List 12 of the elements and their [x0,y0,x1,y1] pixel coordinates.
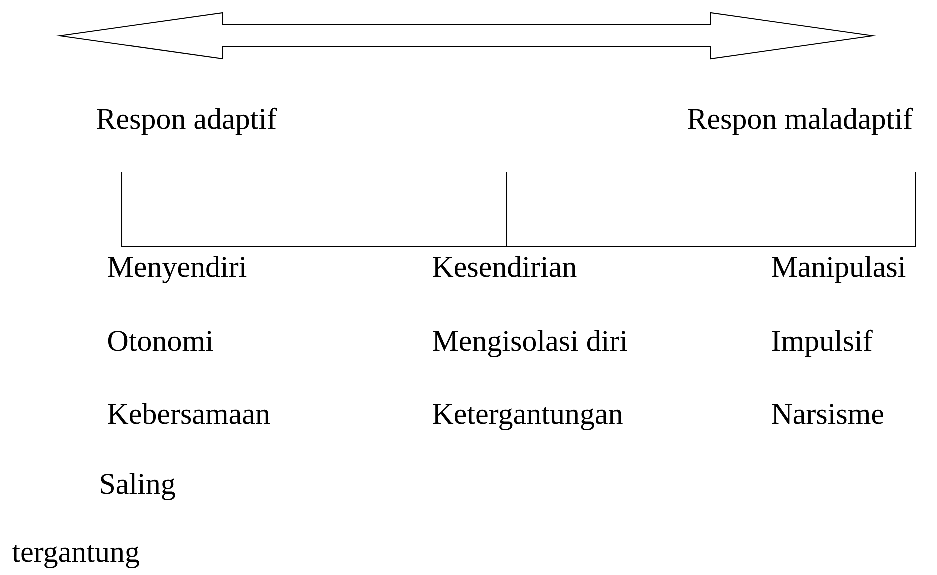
label: Ketergantungan [433,404,623,430]
label: Saling tergantung [12,473,176,568]
label: Respon maladaptif [688,108,913,136]
label: Narsisme [772,404,884,424]
label: Mengisolasi diri [433,330,628,358]
label: Otonomi [108,331,214,352]
label: Manipulasi [772,256,906,284]
label: Respon adaptif [97,108,278,136]
label: Menyendiri [108,256,247,284]
label: Kebersamaan [108,403,270,424]
label: Kesendirian [433,256,577,278]
label: Impulsif [772,330,873,358]
